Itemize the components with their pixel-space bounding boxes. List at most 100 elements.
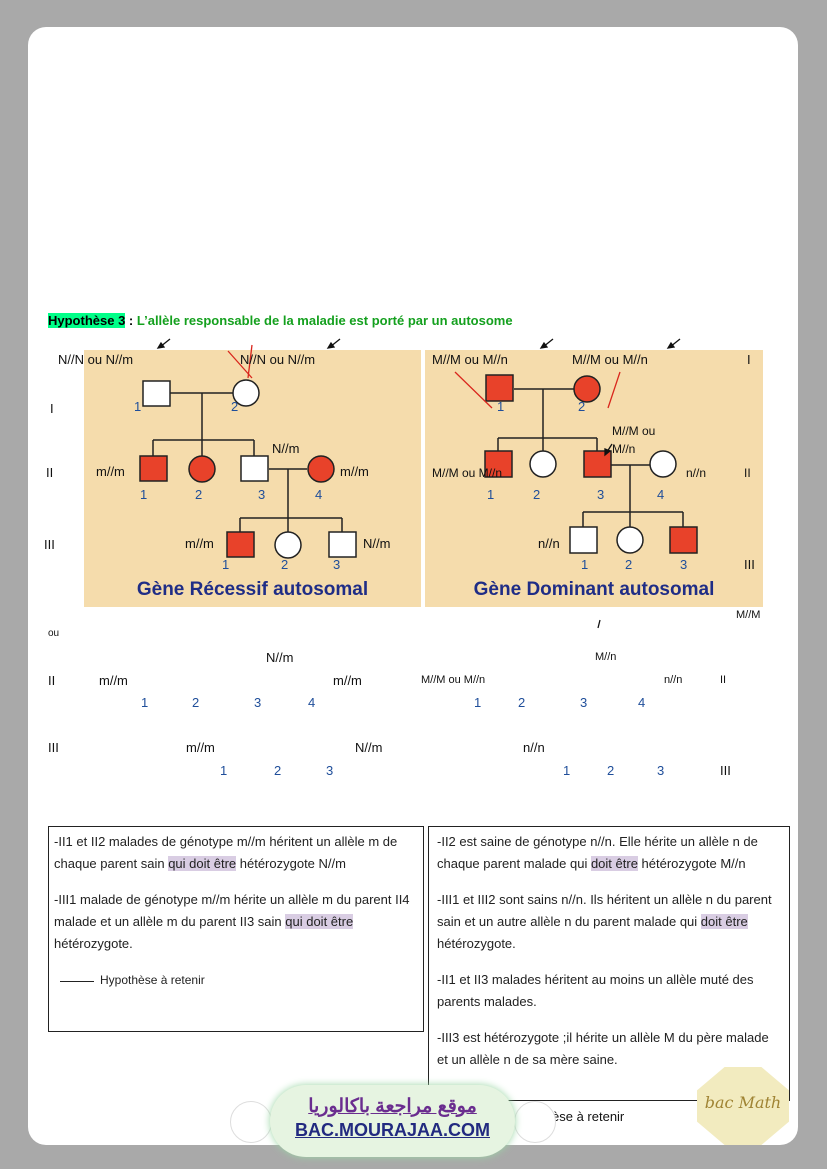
text: -II2 est saine de génotype n//n. Elle hé… <box>437 834 758 871</box>
below-II: II <box>48 673 56 688</box>
dom-II3-square <box>583 450 612 478</box>
dom-II-num: 1 <box>487 487 495 502</box>
below-mm-1: m//m <box>99 673 128 688</box>
below-num: 4 <box>638 695 646 710</box>
dom-genotype-I1: M//M ou M//n <box>432 352 508 367</box>
rec-genotype-I2: N//N ou N//m <box>240 352 316 367</box>
rec-I1-square <box>142 380 171 407</box>
highlight: doit être <box>700 914 748 929</box>
rec-II-num: 1 <box>140 487 148 502</box>
below-mm-2: m//m <box>333 673 362 688</box>
rec-III3-square <box>328 531 357 558</box>
rec-II1-square <box>139 455 168 482</box>
rec-II-num: 4 <box>315 487 323 502</box>
highlight: doit être <box>590 856 638 871</box>
text: -II1 et II2 malades de génotype m//m hér… <box>54 834 398 871</box>
rec-I2-circle <box>232 379 260 407</box>
below-num: 3 <box>326 763 334 778</box>
bac-math-logo-text: bac Math <box>704 1093 782 1112</box>
below-num: 4 <box>308 695 316 710</box>
rec-II4-circle <box>307 455 335 483</box>
banner-url-link[interactable]: BAC.MOURAJAA.COM <box>295 1120 490 1140</box>
below-mm-3: m//m <box>186 740 215 755</box>
rec-III2-circle <box>274 531 302 559</box>
dom-I1-square <box>485 374 514 402</box>
dom-III2-circle <box>616 526 644 554</box>
dom-II-num: 4 <box>657 487 665 502</box>
dominant-explanation-box: -II2 est saine de génotype n//n. Elle hé… <box>428 826 790 1101</box>
dom-I2-circle <box>573 375 601 403</box>
dom-genotype-II3: M//M ou M//n <box>612 424 656 456</box>
site-banner[interactable]: موقع مراجعة باكالوريا BAC.MOURAJAA.COM <box>270 1085 515 1157</box>
below-nn-2: n//n <box>523 740 545 755</box>
below-III-right: III <box>720 763 731 778</box>
banner-arabic-title[interactable]: موقع مراجعة باكالوريا <box>308 1096 477 1117</box>
below-ou: ou <box>48 628 60 639</box>
dom-paragraph-2: -III1 et III2 sont sains n//n. Ils hérit… <box>437 889 781 955</box>
rec-genotype-III1: m//m <box>185 536 214 551</box>
below-num: 2 <box>518 695 526 710</box>
below-num: 2 <box>274 763 282 778</box>
rec-genotype-I1: N//N ou N//m <box>58 352 134 367</box>
rec-III-num: 2 <box>281 557 289 572</box>
dom-I-num: 2 <box>578 399 586 414</box>
below-num: 3 <box>580 695 588 710</box>
below-nn: n//n <box>664 674 683 686</box>
recessive-title: Gène Récessif autosomal <box>136 579 369 600</box>
dom-III-num: 1 <box>581 557 589 572</box>
highlight: qui doit être <box>285 914 354 929</box>
dom-retain-text: èse à retenir <box>552 1109 625 1124</box>
dom-paragraph-3: -II1 et II3 malades héritent au moins un… <box>437 972 754 1009</box>
dom-III-num: 2 <box>625 557 633 572</box>
text: hétérozygote. <box>437 936 516 951</box>
below-Nm-2: N//m <box>355 740 383 755</box>
highlight: qui doit être <box>168 856 237 871</box>
hypothesis-separator: : <box>125 313 137 328</box>
rec-paragraph-2: -III1 malade de génotype m//m hérite un … <box>54 889 418 955</box>
rec-gen-III: III <box>44 537 55 552</box>
rec-II-num: 3 <box>258 487 266 502</box>
dom-gen-II: II <box>744 466 751 480</box>
below-MM: M//M <box>736 609 761 621</box>
dom-paragraph-1: -II2 est saine de génotype n//n. Elle hé… <box>437 831 781 875</box>
rec-genotype-III3: N//m <box>363 536 391 551</box>
dom-III3-square <box>669 526 698 554</box>
below-II-right: II <box>720 674 727 686</box>
dominant-title: Gène Dominant autosomal <box>473 579 715 600</box>
recessive-explanation-box: -II1 et II2 malades de génotype m//m hér… <box>48 826 424 1032</box>
dom-II1-square <box>484 450 513 478</box>
text: -III1 malade de génotype m//m hérite un … <box>54 892 410 929</box>
rec-II2-circle <box>188 455 216 483</box>
rec-II-num: 2 <box>195 487 203 502</box>
dom-paragraph-4: -III3 est hétérozygote ;il hérite un all… <box>437 1030 769 1067</box>
site-logo-left <box>230 1101 272 1143</box>
dom-genotype-II1: M//M ou M//n <box>432 466 503 480</box>
dom-II4-circle <box>649 450 677 478</box>
dom-gen-III: III <box>744 557 755 572</box>
dominant-panel: Gène Dominant autosomal <box>425 350 763 607</box>
bac-math-logo: bac Math <box>697 1067 789 1145</box>
dom-II2-circle <box>529 450 557 478</box>
hypothesis-text: L’allèle responsable de la maladie est p… <box>136 313 513 328</box>
below-MM-ou-Mn: M//M ou M//n <box>421 674 486 686</box>
below-num: 1 <box>563 763 571 778</box>
dom-III1-square <box>569 526 598 554</box>
dom-I-num: 1 <box>497 399 505 414</box>
dom-genotype-I2: M//M ou M//n <box>572 352 648 367</box>
arrow-right-icon <box>60 972 94 982</box>
dom-genotype-II4: n//n <box>686 466 707 480</box>
below-num: 2 <box>607 763 615 778</box>
rec-genotype-II1: m//m <box>96 464 125 479</box>
below-Nm: N//m <box>266 650 294 665</box>
dom-II-num: 2 <box>533 487 541 502</box>
dom-II-num: 3 <box>597 487 605 502</box>
hypothesis-label: Hypothèse 3 <box>48 313 126 328</box>
text: hétérozygote. <box>54 936 133 951</box>
retain-text: Hypothèse à retenir <box>100 973 205 987</box>
rec-gen-II: II <box>46 465 54 480</box>
rec-III-num: 3 <box>333 557 341 572</box>
site-logo-right <box>514 1101 556 1143</box>
rec-genotype-II3: N//m <box>272 441 300 456</box>
rec-I-num: 2 <box>231 399 239 414</box>
